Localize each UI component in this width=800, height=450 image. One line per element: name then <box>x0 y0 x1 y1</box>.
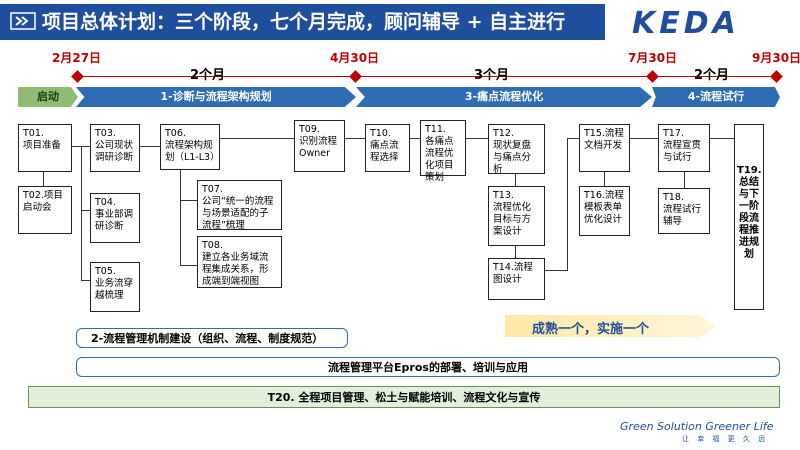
connector <box>220 138 294 139</box>
double-arrow-icon <box>10 12 38 32</box>
task-t19: T19. 总结与下一阶段流程推进规划 <box>734 124 764 310</box>
task-t14: T14.流程图设计 <box>488 258 545 300</box>
task-t05: T05. 业务流穿越梳理 <box>90 262 140 312</box>
task-t07: T07. 公司“统一的流程与场景适配的子流程”梳理 <box>197 180 282 231</box>
date-end: 9月30日 <box>752 51 800 65</box>
title-bar <box>0 4 605 40</box>
keda-logo: KEDA <box>632 6 740 41</box>
connector <box>43 172 44 186</box>
connector <box>180 200 197 201</box>
connector <box>515 246 516 258</box>
task-t13: T13. 流程优化目标与方案设计 <box>488 186 545 246</box>
task-t08: T08. 建立各业务域流程集成关系，形成端到端视图 <box>197 236 282 288</box>
governance-band: 2-流程管理机制建设（组织、流程、制度规范） <box>76 328 348 348</box>
footer-subtitle: 让 幸 福 更 久 远 <box>682 435 769 443</box>
connector <box>545 270 567 271</box>
milestone-diamond <box>646 70 659 83</box>
milestone-diamond <box>71 70 84 83</box>
phase-3: 3-痛点流程优化 <box>356 87 652 107</box>
connector <box>567 138 568 271</box>
t20-band: T20. 全程项目管理、松土与赋能培训、流程文化与宣传 <box>28 386 780 408</box>
task-t04: T04. 事业部调研诊断 <box>90 193 140 243</box>
task-t12: T12. 现状复盘与痛点分析 <box>488 124 545 175</box>
page-title: 项目总体计划：三个阶段，七个月完成，顾问辅导 + 自主进行 <box>42 11 566 33</box>
milestone-diamond <box>770 70 783 83</box>
duration-phase4: 2个月 <box>694 68 730 83</box>
task-t10: T10. 痛点流程选择 <box>365 124 410 172</box>
platform-band: 流程管理平台Epros的部署、培训与应用 <box>76 357 780 377</box>
connector <box>684 172 685 188</box>
task-t16: T16.流程模板表单优化设计 <box>579 186 630 236</box>
date-start: 2月27日 <box>52 51 102 65</box>
slogan-text: 成熟一个，实施一个 <box>532 322 650 337</box>
connector <box>180 265 197 266</box>
timeline-axis <box>76 76 776 77</box>
slogan-arrow <box>505 315 715 337</box>
phase-1: 1-诊断与流程架构规划 <box>76 87 356 107</box>
connector <box>345 138 365 139</box>
task-t02: T02.项目启动会 <box>18 186 72 234</box>
phase-4: 4-流程试行 <box>652 87 780 107</box>
connector <box>81 210 90 211</box>
task-t09: T09. 识别流程Owner <box>294 120 345 172</box>
task-t01: T01. 项目准备 <box>18 124 72 172</box>
connector <box>81 280 90 281</box>
connector <box>410 138 420 139</box>
connector <box>604 172 605 186</box>
connector <box>180 170 181 266</box>
connector <box>710 138 734 139</box>
task-t15: T15.流程文档开发 <box>579 124 630 172</box>
connector <box>81 146 82 280</box>
duration-phase3: 3个月 <box>474 68 510 83</box>
connector <box>630 138 658 139</box>
task-t18: T18. 流程试行辅导 <box>658 188 710 234</box>
connector <box>515 174 516 186</box>
phase-start: 启动 <box>18 87 78 107</box>
task-t11: T11. 各痛点流程优化项目策划 <box>420 120 466 183</box>
connector <box>466 138 488 139</box>
date-phase1-end: 4月30日 <box>330 51 380 65</box>
task-t17: T17. 流程宣贯与试行 <box>658 124 710 172</box>
task-t03: T03. 公司现状调研诊断 <box>90 124 140 172</box>
milestone-diamond <box>349 70 362 83</box>
connector <box>567 138 579 139</box>
date-phase3-end: 7月30日 <box>628 51 678 65</box>
duration-phase1: 2个月 <box>190 68 226 83</box>
connector <box>140 146 160 147</box>
footer-tagline: Green Solution Greener Life <box>620 420 774 433</box>
task-t06: T06. 流程架构规划（L1-L3） <box>160 124 220 170</box>
